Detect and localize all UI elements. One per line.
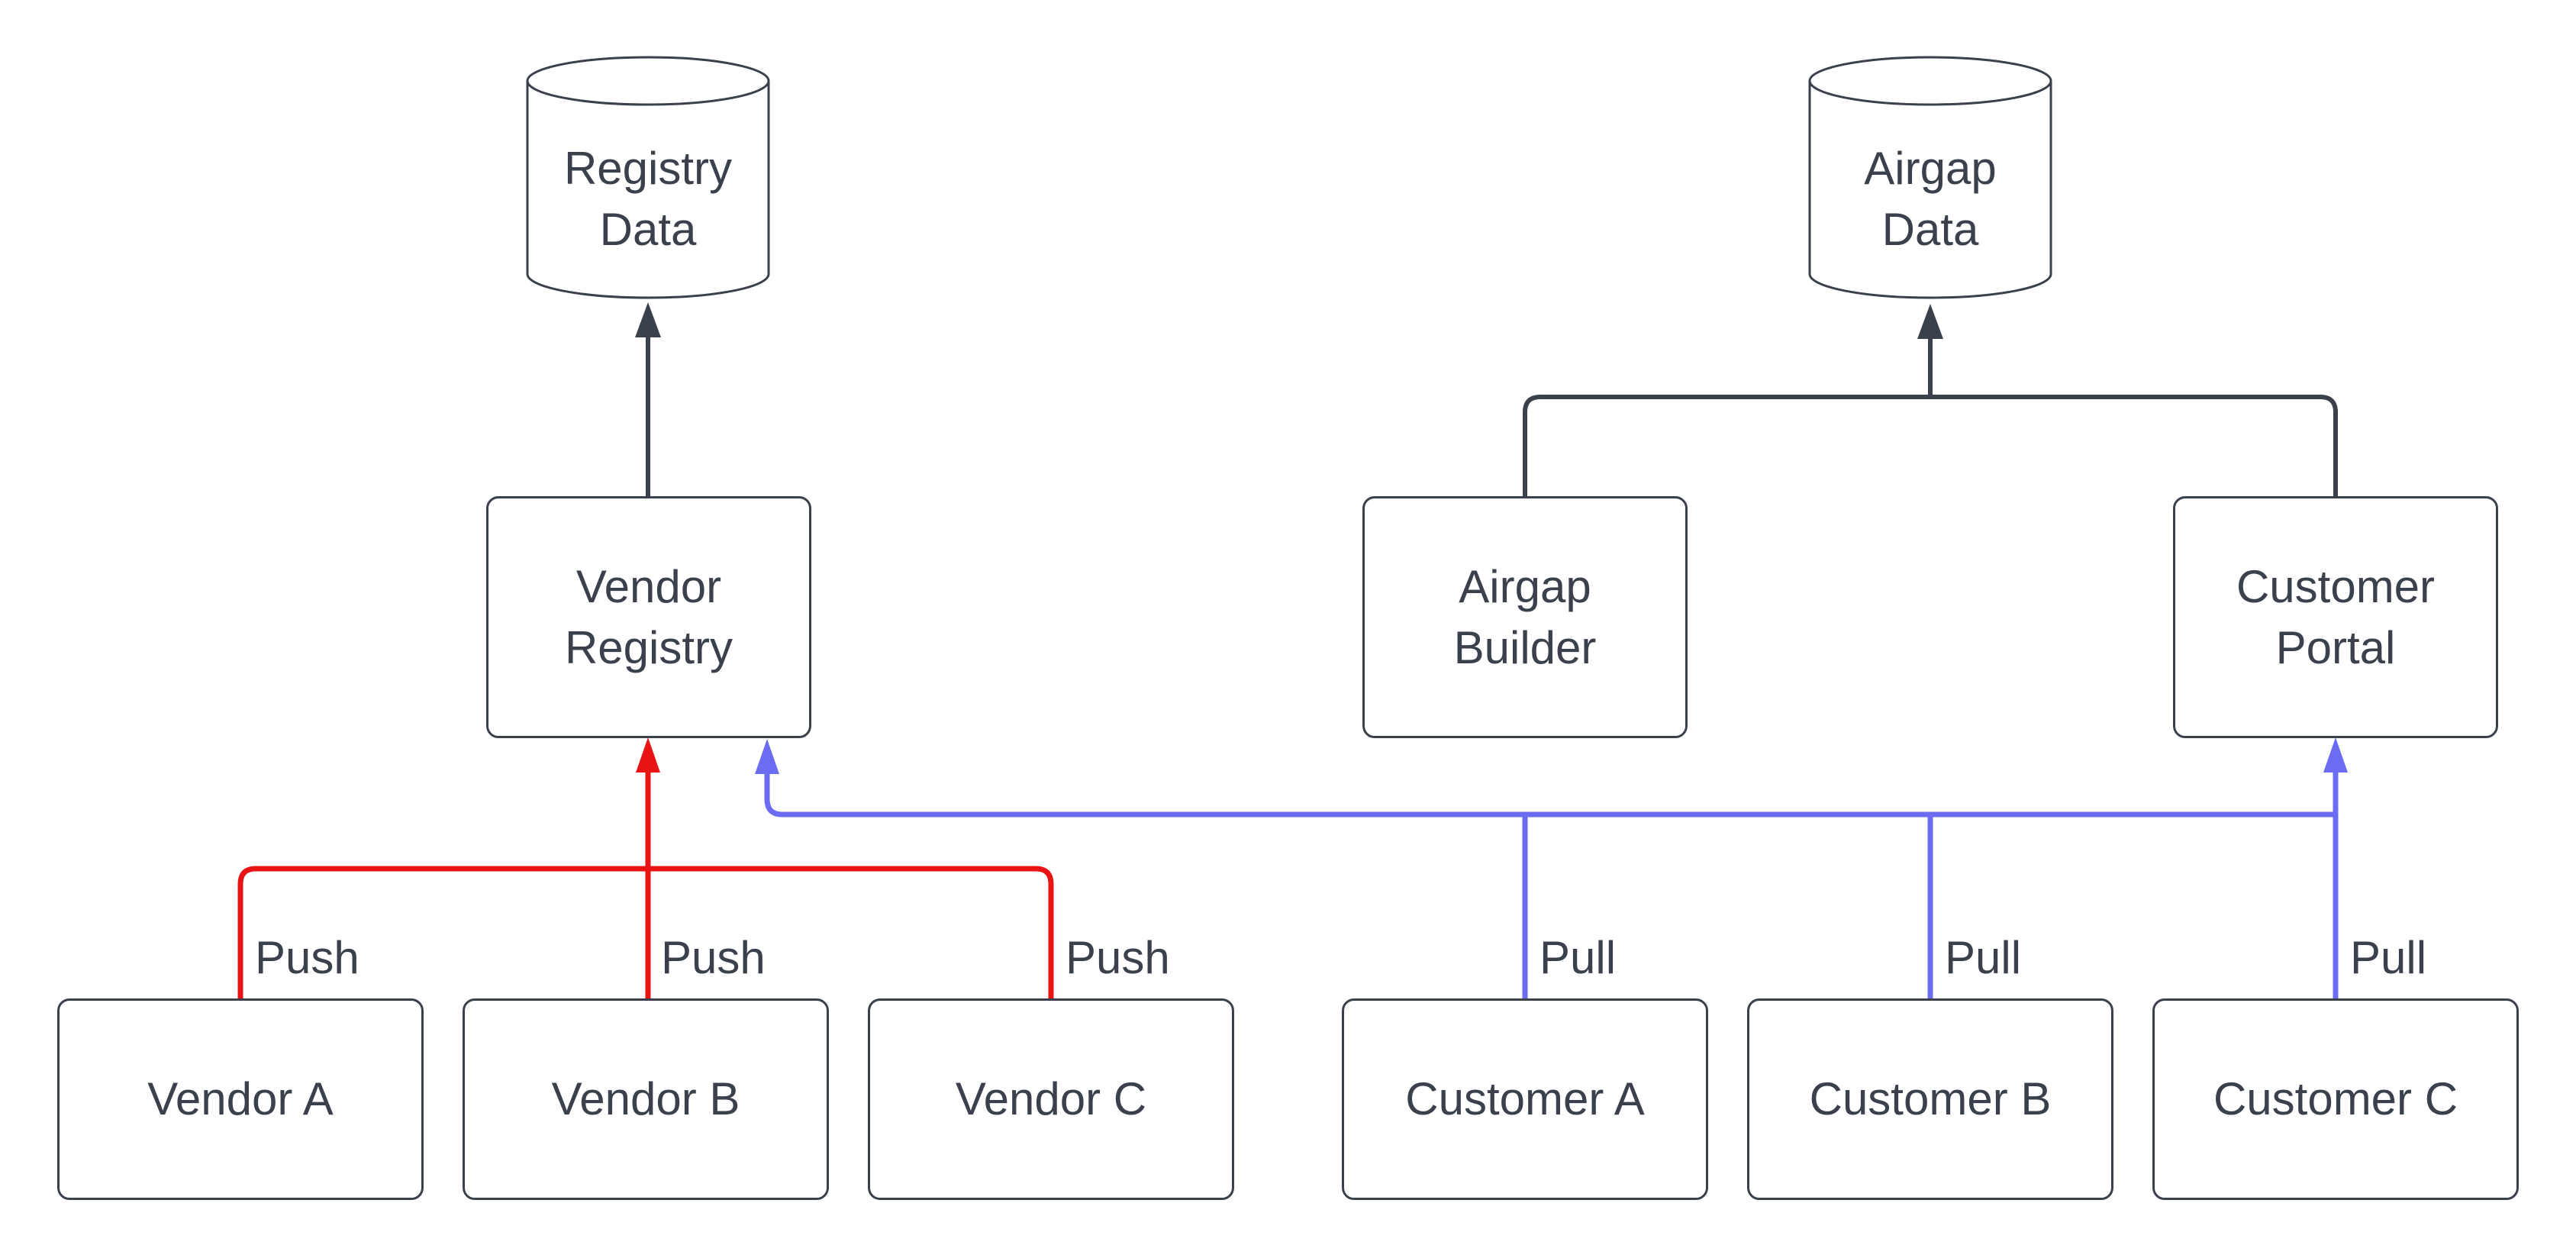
node-registry-data-label: Registry Data bbox=[526, 98, 770, 299]
node-customer-a-label: Customer A bbox=[1344, 1001, 1706, 1198]
node-customer-portal: Customer Portal bbox=[2173, 496, 2498, 738]
arrowhead-registry-data bbox=[635, 302, 661, 337]
arrowhead-pull-customer-portal bbox=[2323, 737, 2348, 773]
label-line: Airgap bbox=[1864, 142, 1997, 194]
edge-label-pull-customer-a: Pull bbox=[1539, 932, 1617, 983]
label-line: Airgap bbox=[1459, 560, 1591, 612]
label-line: Customer C bbox=[2213, 1073, 2458, 1124]
label-line: Data bbox=[1881, 203, 1979, 255]
node-vendor-a: Vendor A bbox=[57, 998, 424, 1200]
label-line: Builder bbox=[1453, 621, 1597, 673]
arrowhead-pull-vendor-registry bbox=[755, 739, 779, 774]
label-line: Vendor B bbox=[551, 1073, 740, 1124]
label-line: Portal bbox=[2275, 621, 2396, 673]
node-vendor-a-label: Vendor A bbox=[60, 1001, 421, 1198]
node-vendor-b-label: Vendor B bbox=[465, 1001, 827, 1198]
node-customer-portal-label: Customer Portal bbox=[2175, 498, 2496, 736]
node-airgap-builder-label: Airgap Builder bbox=[1365, 498, 1685, 736]
cylinder-icon bbox=[1808, 56, 2052, 299]
edge-label-push-vendor-a: Push bbox=[255, 932, 359, 983]
label-line: Data bbox=[599, 203, 697, 255]
arrowhead-push-vendor-registry bbox=[636, 737, 660, 773]
edge-label-push-vendor-b: Push bbox=[661, 932, 766, 983]
node-vendor-registry-label: Vendor Registry bbox=[488, 498, 809, 736]
edge-label-push-vendor-c: Push bbox=[1066, 932, 1170, 983]
node-airgap-builder: Airgap Builder bbox=[1362, 496, 1688, 738]
node-airgap-data-label: Airgap Data bbox=[1808, 98, 2052, 299]
label-line: Vendor bbox=[575, 560, 722, 612]
label-line: Vendor C bbox=[955, 1073, 1147, 1124]
node-customer-a: Customer A bbox=[1342, 998, 1708, 1200]
node-vendor-c-label: Vendor C bbox=[870, 1001, 1232, 1198]
label-line: Registry bbox=[564, 621, 733, 673]
node-customer-b-label: Customer B bbox=[1749, 1001, 2111, 1198]
node-registry-data: Registry Data bbox=[526, 56, 770, 299]
arrowhead-airgap-data bbox=[1917, 304, 1943, 339]
label-line: Customer A bbox=[1405, 1073, 1645, 1124]
node-vendor-c: Vendor C bbox=[868, 998, 1234, 1200]
node-vendor-registry: Vendor Registry bbox=[486, 496, 811, 738]
edge-label-pull-customer-b: Pull bbox=[1945, 932, 2022, 983]
cylinder-icon bbox=[526, 56, 770, 299]
label-line: Customer B bbox=[1809, 1073, 2052, 1124]
label-line: Vendor A bbox=[147, 1073, 334, 1124]
node-customer-c-label: Customer C bbox=[2155, 1001, 2516, 1198]
node-airgap-data: Airgap Data bbox=[1808, 56, 2052, 299]
node-vendor-b: Vendor B bbox=[463, 998, 829, 1200]
node-customer-c: Customer C bbox=[2152, 998, 2519, 1200]
label-line: Customer bbox=[2236, 560, 2436, 612]
edge-label-pull-customer-c: Pull bbox=[2350, 932, 2427, 983]
label-line: Registry bbox=[563, 142, 733, 194]
edge-airgap-builder-customer-portal-bus bbox=[1523, 395, 2338, 498]
node-customer-b: Customer B bbox=[1747, 998, 2113, 1200]
edge-pull-bus bbox=[764, 773, 2336, 818]
